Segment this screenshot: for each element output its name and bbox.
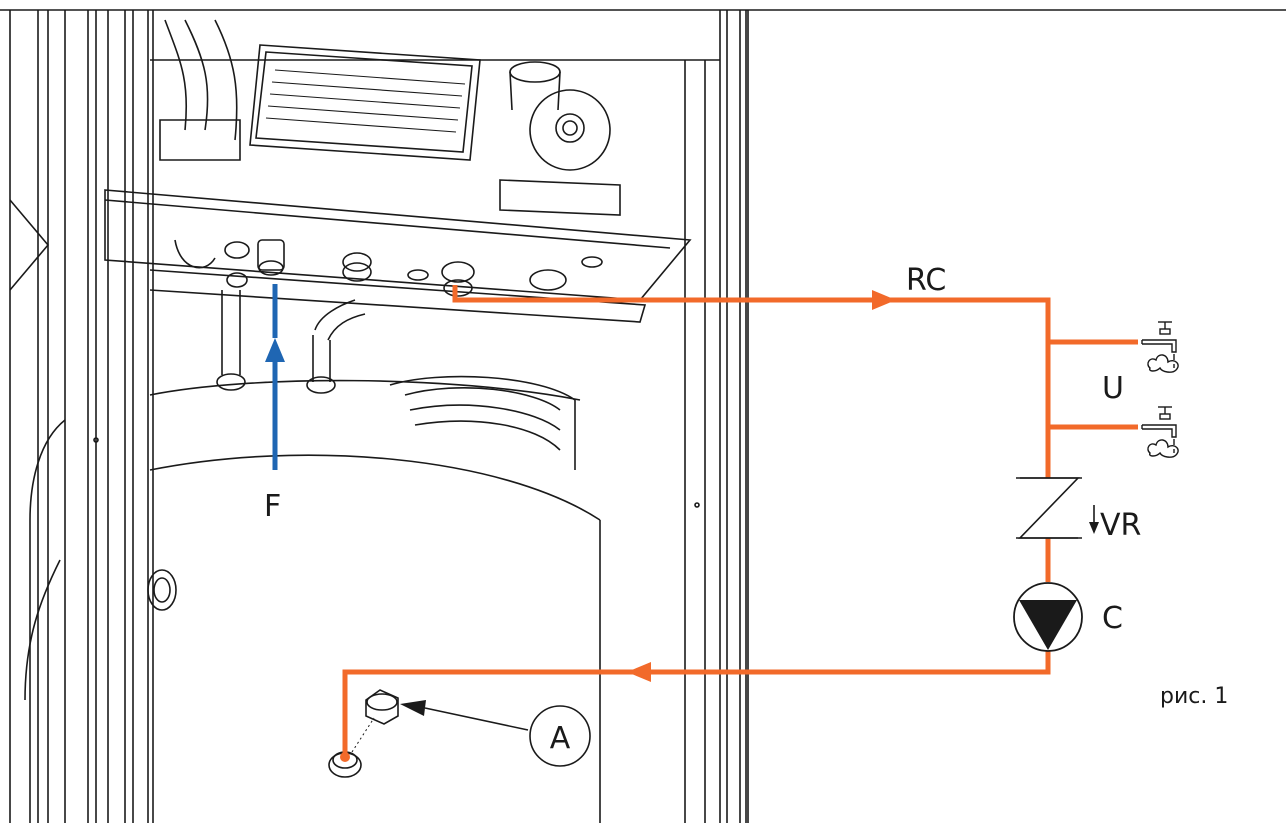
f-label: F <box>264 489 281 524</box>
check-valve-direction-arrow <box>1089 522 1099 534</box>
return-flow-arrow <box>627 662 651 682</box>
connection-a-point <box>340 752 350 762</box>
c-label: C <box>1102 601 1123 636</box>
connection-a-label: A <box>550 721 571 756</box>
u-label: U <box>1102 371 1124 406</box>
cold-water-inlet-line <box>265 284 285 470</box>
pump-symbol <box>1013 582 1083 652</box>
rc-label: RC <box>906 263 946 298</box>
check-valve-symbol <box>1016 477 1095 539</box>
recirculation-line <box>342 285 1138 755</box>
vr-label: VR <box>1100 508 1141 543</box>
figure-caption: рис. 1 <box>1160 684 1228 709</box>
faucet-icon <box>1141 406 1179 458</box>
faucet-icon <box>1141 321 1179 373</box>
connection-a-callout: A <box>400 700 591 767</box>
appliance-drawing <box>0 9 1286 823</box>
rc-flow-arrow <box>872 290 896 310</box>
